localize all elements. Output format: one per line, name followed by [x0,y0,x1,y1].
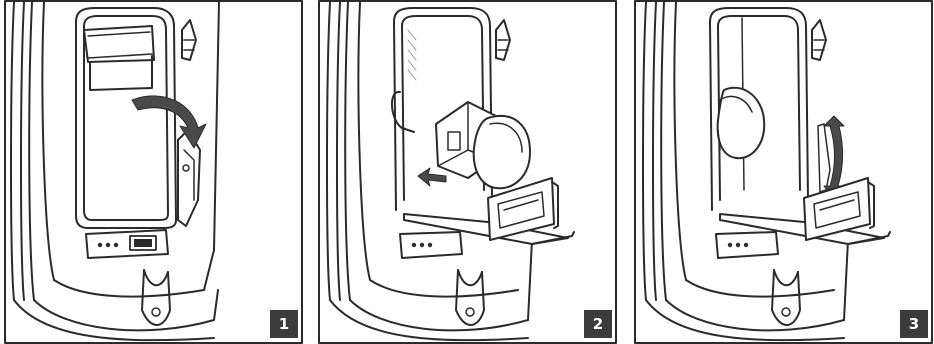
open-cover [404,178,574,244]
control-panel [716,232,778,258]
step-number-badge: 3 [900,310,928,338]
open-cover-arrow-icon [132,96,206,148]
step-panel-1: 1 [4,0,304,344]
step-1-illustration [4,0,304,344]
projector-body [643,2,848,340]
bay-shading [408,30,416,80]
foot [456,270,484,325]
foot [142,270,170,325]
control-panel [400,232,462,258]
pull-lamp-arrow-icon [418,168,446,186]
step-panel-2: 2 [318,0,618,344]
step-number-badge: 1 [270,310,298,338]
step-3-illustration [634,0,934,344]
lamp-cover [76,8,176,228]
step-2-illustration [318,0,618,344]
panel-frame [635,1,932,343]
open-cover [720,178,890,244]
foot [772,270,800,325]
control-panel [86,230,168,258]
lamp-module [392,92,530,188]
lamp-lens [718,88,765,158]
latch-hardware [812,20,830,192]
step-number-badge: 2 [584,310,612,338]
latch-hardware [496,20,510,60]
step-panel-3: 3 [634,0,934,344]
